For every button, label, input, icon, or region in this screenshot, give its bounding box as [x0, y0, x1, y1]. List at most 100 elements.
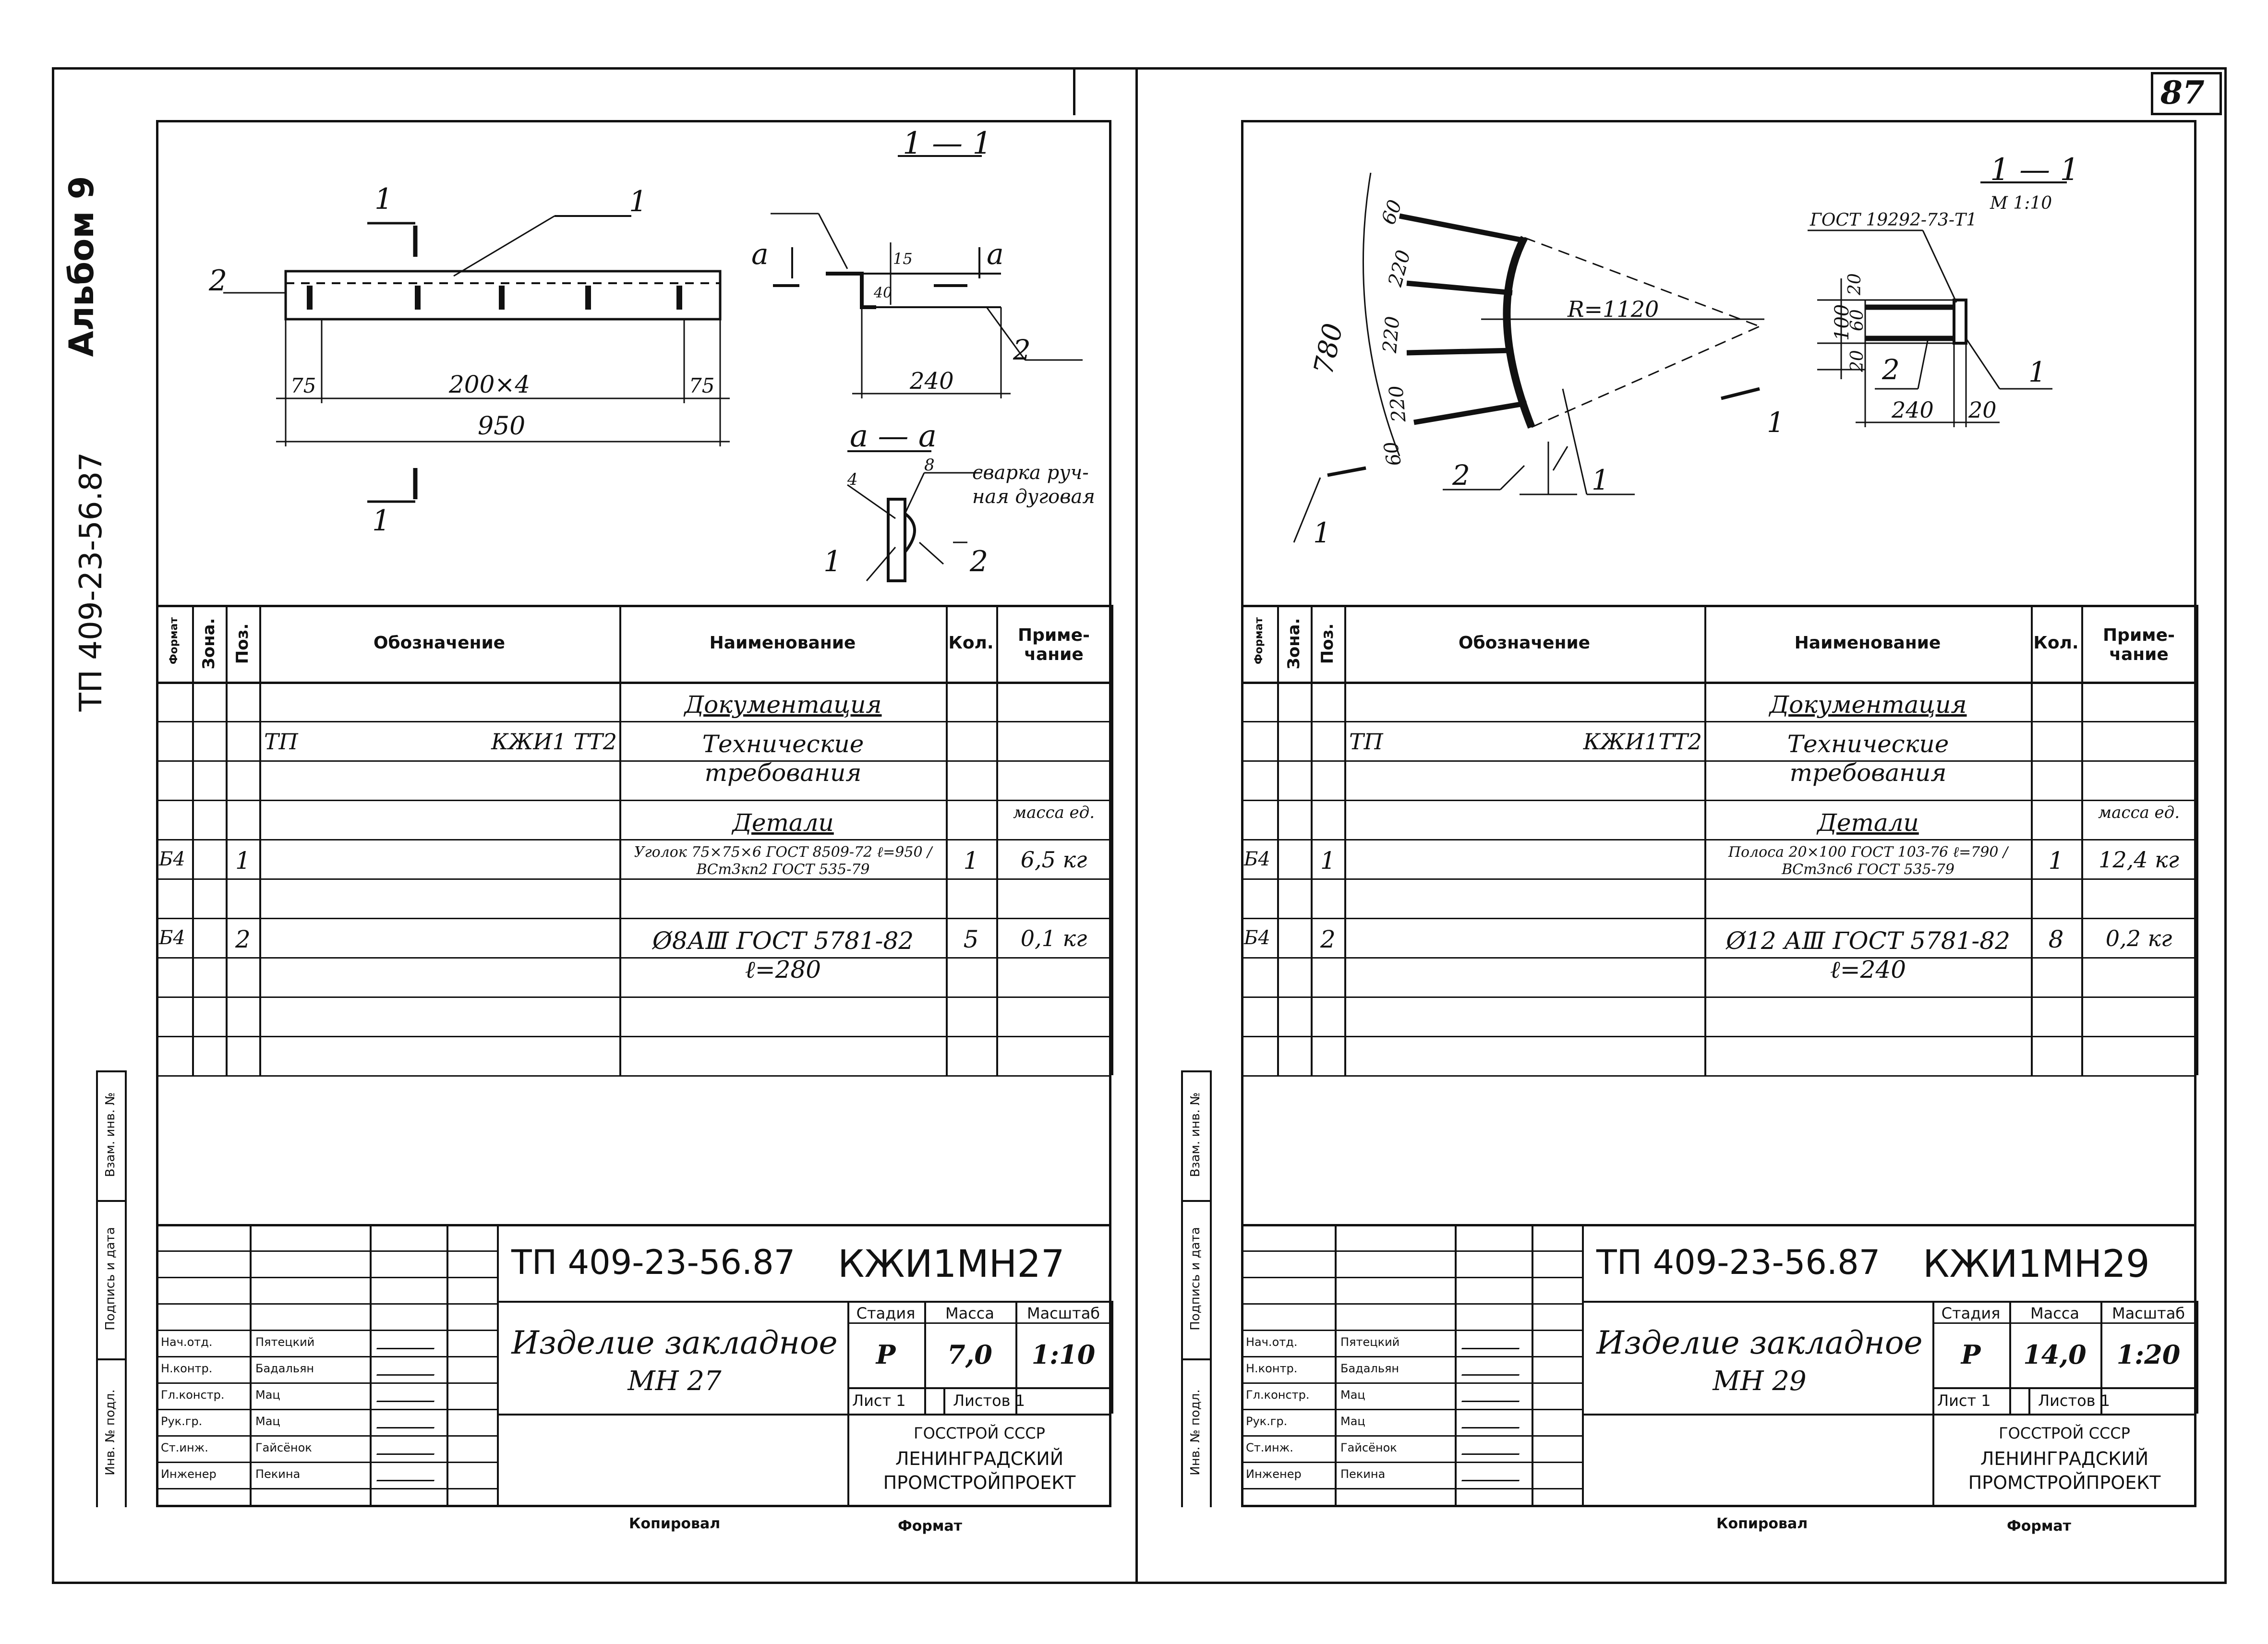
table-header-note: Приме-чание	[2103, 625, 2175, 664]
stamp-code: ТП 409-23-56.87	[511, 1243, 796, 1282]
row-name: Ø12 АⅢ ГОСТ 5781-82 ℓ=240	[1726, 927, 2010, 984]
right-callout-2-sect: 2	[1882, 353, 1900, 386]
row-pos: 1	[1320, 847, 1336, 875]
table-header-pos: Поз.	[1318, 623, 1337, 664]
margin-label: Взам. инв. №	[1188, 1092, 1203, 1177]
row-name: Технические требования	[702, 730, 864, 787]
table-row	[156, 996, 1111, 1036]
row-pos: 2	[235, 925, 251, 953]
right-callout-1-lower: 1	[1313, 516, 1331, 549]
stamp-mass: 7,0	[947, 1339, 992, 1370]
stamp-row-line	[156, 1462, 497, 1463]
stamp-person: Бадальян	[1340, 1362, 1399, 1375]
table-row-line	[156, 878, 1111, 880]
stamp-row-line	[156, 1435, 497, 1437]
row-note: масса ед.	[2098, 803, 2180, 822]
right-gost-note: ГОСТ 19292-73-Т1	[1810, 210, 1977, 230]
right-callout-1-mid: 1	[1767, 406, 1785, 439]
row-note: 12,4 кг	[2099, 847, 2179, 873]
table-header-format: Формат	[168, 617, 180, 665]
right-dim-20b: 20	[1847, 350, 1867, 372]
table-header-note: Приме-чание	[1018, 625, 1090, 664]
right-dim-20a: 20	[1845, 273, 1865, 296]
table-row-line	[1241, 996, 2196, 998]
stamp-col-line	[1582, 1224, 1584, 1507]
signature	[1461, 1360, 1525, 1376]
stamp-row-line	[1241, 1382, 1582, 1384]
stamp-col-line	[1241, 1224, 1243, 1507]
stamp-row-line	[156, 1303, 497, 1305]
stamp-sheet: Лист 1	[852, 1392, 906, 1410]
table-row-line	[1241, 957, 2196, 959]
left-weld-mark-4: 4	[847, 470, 858, 489]
stamp-person: Бадальян	[255, 1362, 314, 1375]
stamp-scale_h: Масштаб	[1026, 1304, 1100, 1322]
stamp-col-line	[1532, 1224, 1533, 1507]
row-name: Документация	[1769, 691, 1967, 719]
right-dim-240: 240	[1891, 397, 1934, 423]
stamp-stage: Р	[876, 1339, 896, 1370]
left-drawing: 200×4 75 75 950 240 15 40 2 1 1 1 а а 1 …	[208, 126, 1083, 582]
stamp-person: Мац	[1340, 1388, 1365, 1402]
stamp-row-line	[156, 1330, 497, 1331]
row-format: Б4	[1244, 927, 1270, 949]
stamp-smx-line	[924, 1301, 926, 1414]
stamp-top-line	[1241, 1224, 2196, 1226]
signature	[1461, 1386, 1525, 1402]
stamp-person: Мац	[255, 1415, 280, 1428]
left-aa-label: а — а	[850, 419, 937, 454]
right-section-label: 1 — 1	[1990, 152, 2079, 188]
right-dim-60a: 60	[1377, 197, 1407, 228]
table-row	[1241, 1036, 2196, 1075]
left-dim-75b: 75	[689, 374, 714, 397]
row-note: масса ед.	[1013, 803, 1095, 822]
stamp-row-line	[1241, 1250, 1582, 1252]
table-row-line	[1241, 800, 2196, 801]
table-row-line	[156, 800, 1111, 801]
signature	[376, 1439, 440, 1455]
left-weld-note: сварка руч-ная дуговая	[972, 462, 1095, 508]
stamp-mass_h: Масса	[945, 1304, 994, 1322]
row-designation-code: КЖИ1 ТТ2	[491, 729, 617, 755]
left-weld-mark-8: 8	[924, 456, 935, 475]
outer-frame	[52, 67, 2227, 1584]
left-dim-40: 40	[873, 285, 892, 301]
table-header-pos: Поз.	[233, 623, 252, 664]
right-callout-1-main: 1	[1592, 464, 1609, 496]
stamp-code-line	[497, 1301, 1111, 1303]
table-header-qty: Кол.	[2033, 633, 2079, 653]
margin-label: Подпись и дата	[1188, 1227, 1203, 1331]
stamp-role: Н.контр.	[161, 1362, 213, 1375]
left-callout-a2: а	[987, 238, 1004, 271]
stamp-stage: Р	[1961, 1339, 1981, 1370]
table-row	[1241, 957, 2196, 996]
stamp-sheet-bottom	[847, 1414, 1111, 1416]
stamp-smx-bottom	[1932, 1387, 2196, 1389]
left-section-label: 1 — 1	[903, 126, 992, 161]
left-dim-15: 15	[893, 250, 913, 268]
stamp-col-line	[156, 1224, 158, 1507]
table-header-name: Наименование	[709, 633, 856, 653]
stamp-role: Нач.отд.	[1246, 1335, 1298, 1349]
stamp-col-line	[497, 1224, 499, 1507]
stamp-role: Инженер	[161, 1467, 217, 1481]
stamp-smx-header-line	[1932, 1322, 2196, 1324]
table-row-line	[1241, 721, 2196, 722]
table-top-line	[1241, 605, 2196, 607]
row-designation-code: КЖИ1ТТ2	[1583, 729, 1702, 755]
signature	[1461, 1439, 1525, 1455]
margin-label: Инв. № подл.	[103, 1389, 118, 1476]
left-footer-format: Формат	[898, 1518, 962, 1535]
table-header-line	[156, 682, 1111, 684]
signature	[376, 1386, 440, 1402]
left-dim-950: 950	[478, 412, 525, 441]
right-callout-1-sect: 1	[2028, 356, 2046, 388]
left-callout-a1: а	[751, 238, 769, 271]
left-dim-75a: 75	[290, 374, 316, 397]
margin-label: Инв. № подл.	[1188, 1389, 1203, 1476]
row-note: 6,5 кг	[1020, 847, 1087, 873]
stamp-sheet-div	[2028, 1387, 2030, 1414]
stamp-subtitle: МН 29	[1713, 1366, 1807, 1397]
margin-seg-line	[1181, 1358, 1210, 1360]
table-row	[1241, 878, 2196, 918]
